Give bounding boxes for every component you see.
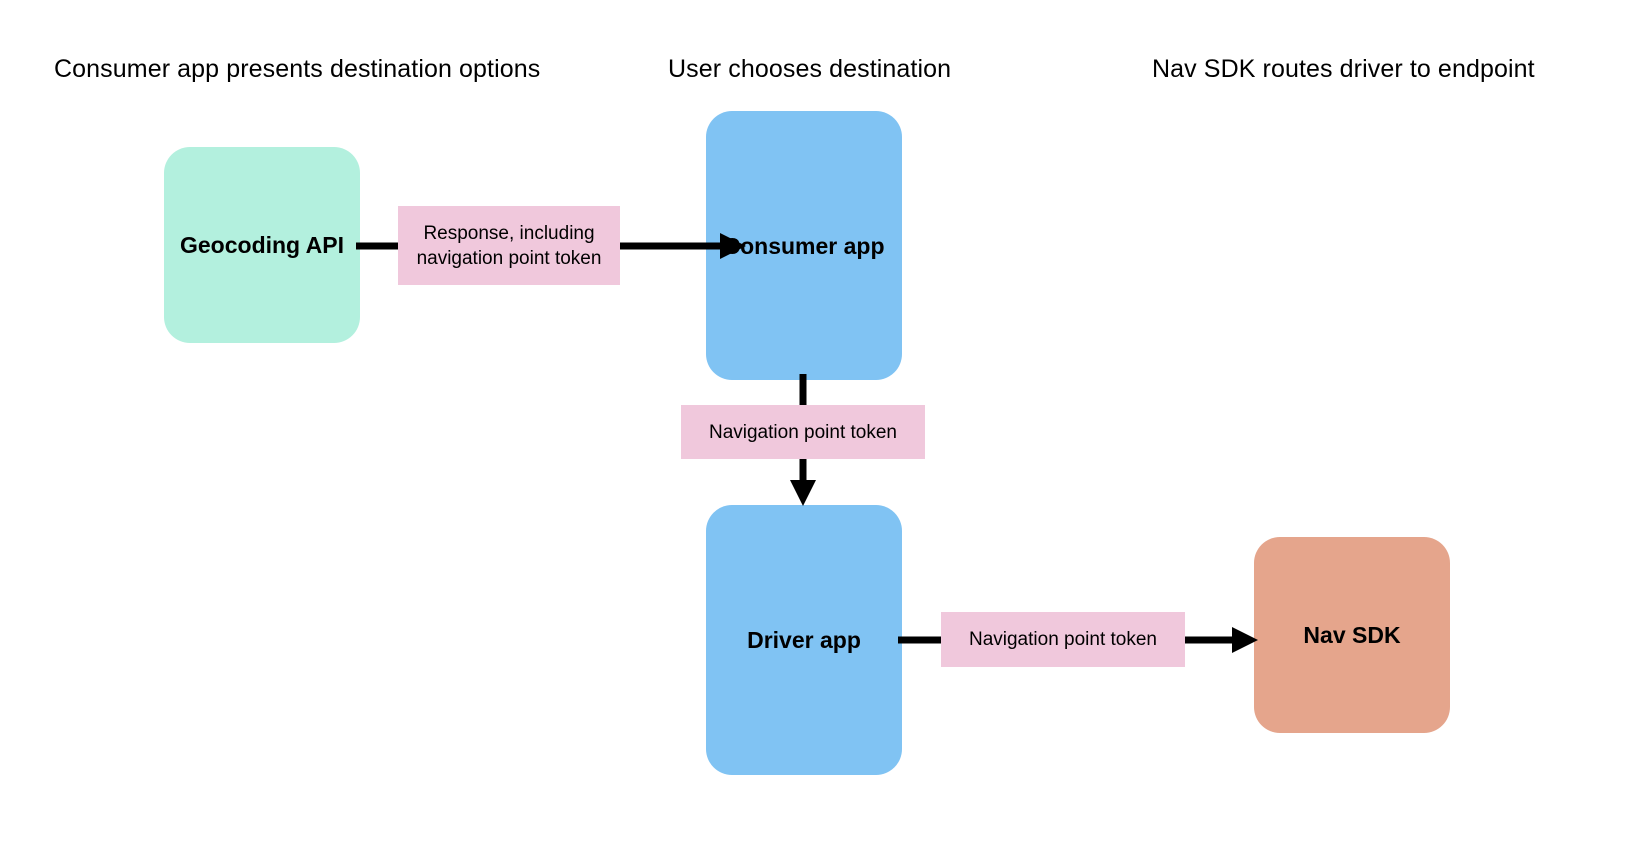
edge-label-consumer-to-driver-navigation-point-token: Navigation point token — [681, 405, 925, 459]
column-header-consumer-app: Consumer app presents destination option… — [54, 55, 541, 83]
edge-label-response-including-navigation-point-token: Response, including navigation point tok… — [398, 206, 620, 285]
node-consumer-app-label: Consumer app — [723, 232, 885, 259]
edge-label-driver-to-navsdk-navigation-point-token: Navigation point token — [941, 612, 1185, 667]
column-header-user-chooses: User chooses destination — [668, 55, 952, 83]
node-nav-sdk[interactable]: Nav SDK — [1254, 537, 1450, 733]
edge-label-driver-to-navsdk-text: Navigation point token — [968, 629, 1157, 650]
node-driver-app[interactable]: Driver app — [706, 505, 902, 775]
edge-label-consumer-to-driver-text: Navigation point token — [708, 421, 897, 443]
column-header-nav-sdk: Nav SDK routes driver to endpoint — [1152, 55, 1535, 83]
edge-label-response-text: Response, including navigation point tok… — [416, 222, 602, 269]
node-geocoding-api[interactable]: Geocoding API — [164, 147, 360, 343]
node-geocoding-api-label: Geocoding API — [180, 232, 344, 258]
node-nav-sdk-label: Nav SDK — [1303, 622, 1401, 648]
node-driver-app-label: Driver app — [747, 627, 861, 653]
